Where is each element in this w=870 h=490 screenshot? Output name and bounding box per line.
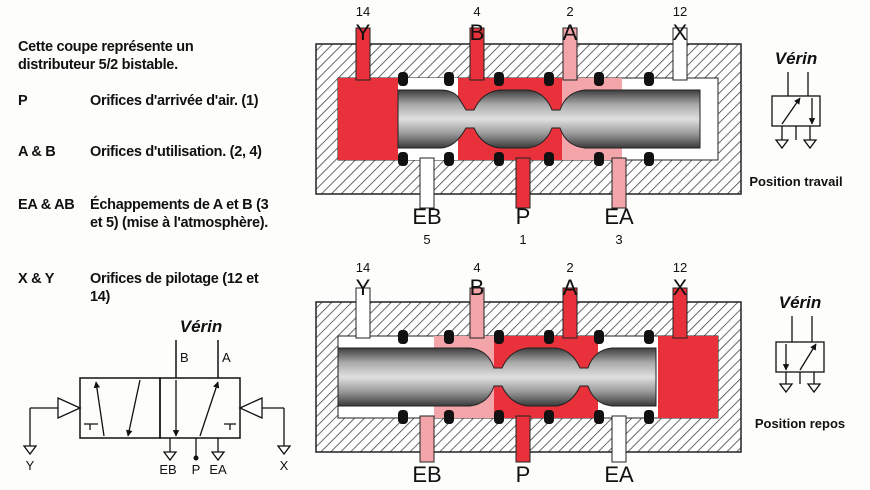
port-num: 12: [673, 260, 687, 275]
port-letter: EA: [604, 204, 634, 229]
schematic-label-ea: EA: [209, 462, 227, 477]
intro-text: Cette coupe représente un distributeur 5…: [18, 39, 194, 73]
port-letter: Y: [356, 275, 371, 300]
port-letter: Y: [356, 20, 371, 45]
legend-term: P: [18, 93, 28, 109]
legend-def: Échappements de A et B (3 et 5) (mise à …: [90, 197, 269, 231]
schematic-title: Vérin: [180, 317, 223, 336]
port-letter: A: [563, 275, 578, 300]
port-letter: B: [470, 275, 485, 300]
schematic-label-b: B: [180, 350, 189, 365]
port-letter: X: [673, 275, 688, 300]
port-num: 14: [356, 4, 370, 19]
symbol-title: Vérin: [779, 293, 822, 312]
symbol-travail: Vérin Position travail: [749, 49, 842, 189]
legend-term: X & Y: [18, 271, 55, 287]
port-letter: B: [470, 20, 485, 45]
port-num: 2: [566, 260, 573, 275]
port-num: 4: [473, 4, 480, 19]
symbol-caption: Position repos: [755, 416, 845, 431]
schematic-label-x: X: [280, 458, 289, 473]
schematic-label-a: A: [222, 350, 231, 365]
symbol-caption: Position travail: [749, 174, 842, 189]
port-letter: P: [516, 204, 531, 229]
valve-bottom: 14 Y 4 B 2 A 12 X EB P EA: [315, 260, 742, 487]
port-num: 4: [473, 260, 480, 275]
port-letter: P: [516, 462, 531, 487]
port-letter: A: [563, 20, 578, 45]
legend-term: EA & AB: [18, 197, 75, 213]
legend-def: Orifices de pilotage (12 et 14): [90, 271, 259, 305]
port-letter: EB: [412, 204, 441, 229]
schematic-label-y: Y: [26, 458, 35, 473]
legend-term: A & B: [18, 144, 56, 160]
port-letter: X: [673, 20, 688, 45]
port-letter: EA: [604, 462, 634, 487]
symbol-title: Vérin: [775, 49, 818, 68]
valve-top: 14 Y 4 B 2 A 12 X EB 5 P 1 EA 3: [315, 4, 742, 247]
port-num: 2: [566, 4, 573, 19]
schematic-symbol: Vérin B A EB P EA Y X: [22, 317, 292, 477]
port-letter: EB: [412, 462, 441, 487]
schematic-label-p: P: [192, 462, 201, 477]
spool: [337, 347, 657, 407]
port-num: 3: [615, 232, 622, 247]
port-num: 5: [423, 232, 430, 247]
schematic-label-eb: EB: [159, 462, 176, 477]
spool: [397, 89, 701, 149]
port-num: 1: [519, 232, 526, 247]
port-num: 12: [673, 4, 687, 19]
legend-def: Orifices d'arrivée d'air. (1): [90, 93, 259, 109]
symbol-repos: Vérin Position repos: [755, 293, 845, 431]
legend-def: Orifices d'utilisation. (2, 4): [90, 144, 262, 160]
port-num: 14: [356, 260, 370, 275]
